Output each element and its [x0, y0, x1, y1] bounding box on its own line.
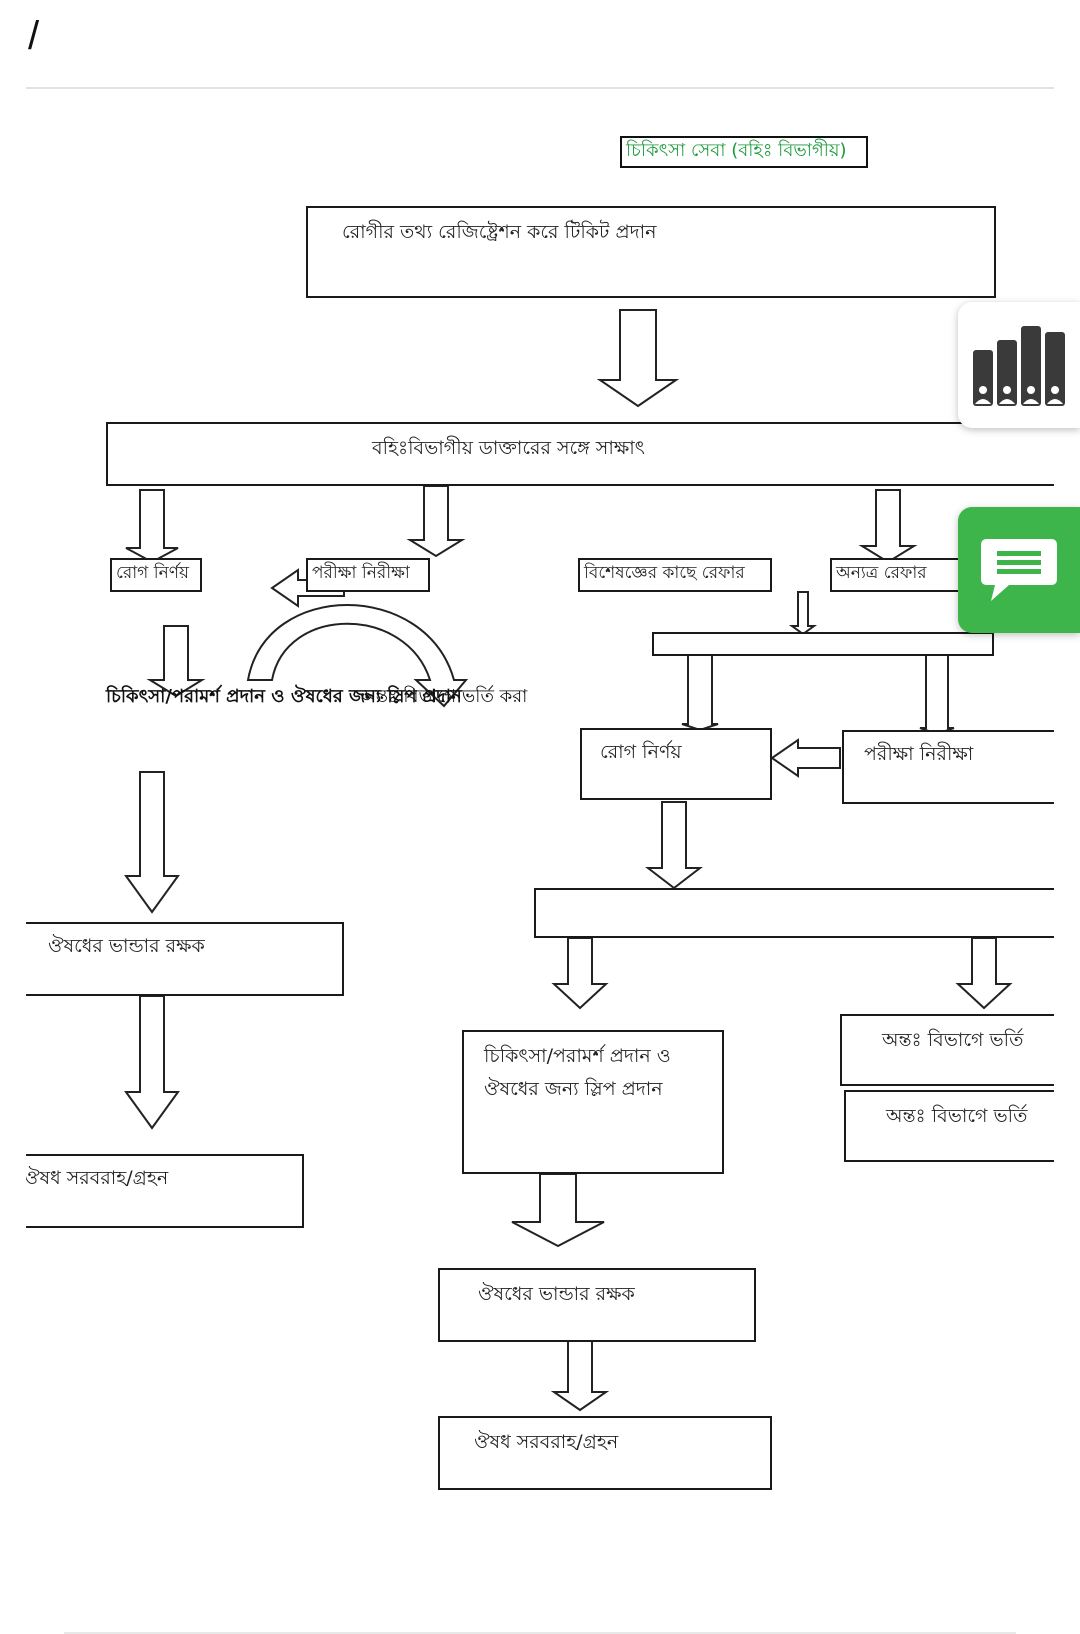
left-store-keeper-box: ঔষধের ভান্ডার রক্ষক	[26, 922, 344, 996]
top-divider	[26, 87, 1054, 89]
right-supply-box: ঔষধ সরবরাহ/গ্রহন	[438, 1416, 772, 1490]
bottom-divider	[64, 1632, 1016, 1634]
stats-button[interactable]	[958, 302, 1080, 428]
right-admit-box-2: অন্তঃ বিভাগে ভর্তি	[844, 1090, 1054, 1162]
arrow-down	[788, 591, 818, 636]
right-store-keeper-box: ঔষধের ভান্ডার রক্ষক	[438, 1268, 756, 1342]
diagnosis-connector-bar	[534, 888, 1054, 938]
left-supply-box: ঔষধ সরবরাহ/গ্রহন	[26, 1154, 304, 1228]
arrow-down	[511, 1173, 605, 1248]
left-treatment-text: চিকিৎসা/পরামর্শ প্রদান ও ঔষধের জন্য স্লি…	[106, 686, 462, 707]
arrow-down	[645, 801, 703, 890]
right-treatment-box: চিকিৎসা/পরামর্শ প্রদান ও ঔষধের জন্য স্লি…	[462, 1030, 724, 1174]
arrow-down	[550, 1339, 610, 1412]
arrow-down	[124, 995, 180, 1130]
right-tests-box: পরীক্ষা নিরীক্ষা	[842, 730, 1054, 804]
arrow-down	[125, 489, 179, 564]
curved-arrow	[246, 604, 469, 708]
arrow-down	[146, 625, 206, 698]
left-diagnosis-box: রোগ নির্ণয়	[110, 558, 202, 592]
arrow-down	[124, 771, 180, 914]
arrow-down	[406, 485, 466, 558]
arrow-down	[551, 937, 609, 1010]
right-admit-box-1: অন্তঃ বিভাগে ভর্তি	[840, 1014, 1054, 1086]
registration-box: রোগীর তথ্য রেজিষ্ট্রেশন করে টিকিট প্রদান	[306, 206, 996, 298]
flowchart-arrows	[124, 309, 1013, 1412]
arrow-left	[770, 738, 841, 778]
chat-button[interactable]	[958, 507, 1080, 633]
service-flowchart: চিকিৎসা সেবা (বহিঃ বিভাগীয়) রোগীর তথ্য …	[26, 100, 1054, 1580]
arrow-down	[858, 489, 918, 564]
left-admit-text: অন্তঃ বিভাগে ভর্তি করা	[360, 686, 528, 707]
arrow-down	[919, 653, 955, 736]
flowchart-title: চিকিৎসা সেবা (বহিঃ বিভাগীয়)	[620, 136, 868, 168]
chat-bubble-icon	[981, 539, 1057, 601]
specialist-connector-bar	[652, 632, 994, 656]
arrow-down	[681, 653, 719, 732]
specialist-refer-box: বিশেষজ্ঞের কাছে রেফার	[578, 558, 772, 592]
bar-chart-people-icon	[973, 326, 1065, 406]
outdoor-doctor-box: বহিঃবিভাগীয় ডাক্তারের সঙ্গে সাক্ষাৎ	[106, 422, 1054, 486]
breadcrumb-separator: /	[28, 14, 40, 58]
left-tests-box: পরীক্ষা নিরীক্ষা	[306, 558, 430, 592]
right-diagnosis-box: রোগ নির্ণয়	[580, 728, 772, 800]
arrow-down	[955, 937, 1013, 1010]
arrow-down	[596, 309, 680, 408]
